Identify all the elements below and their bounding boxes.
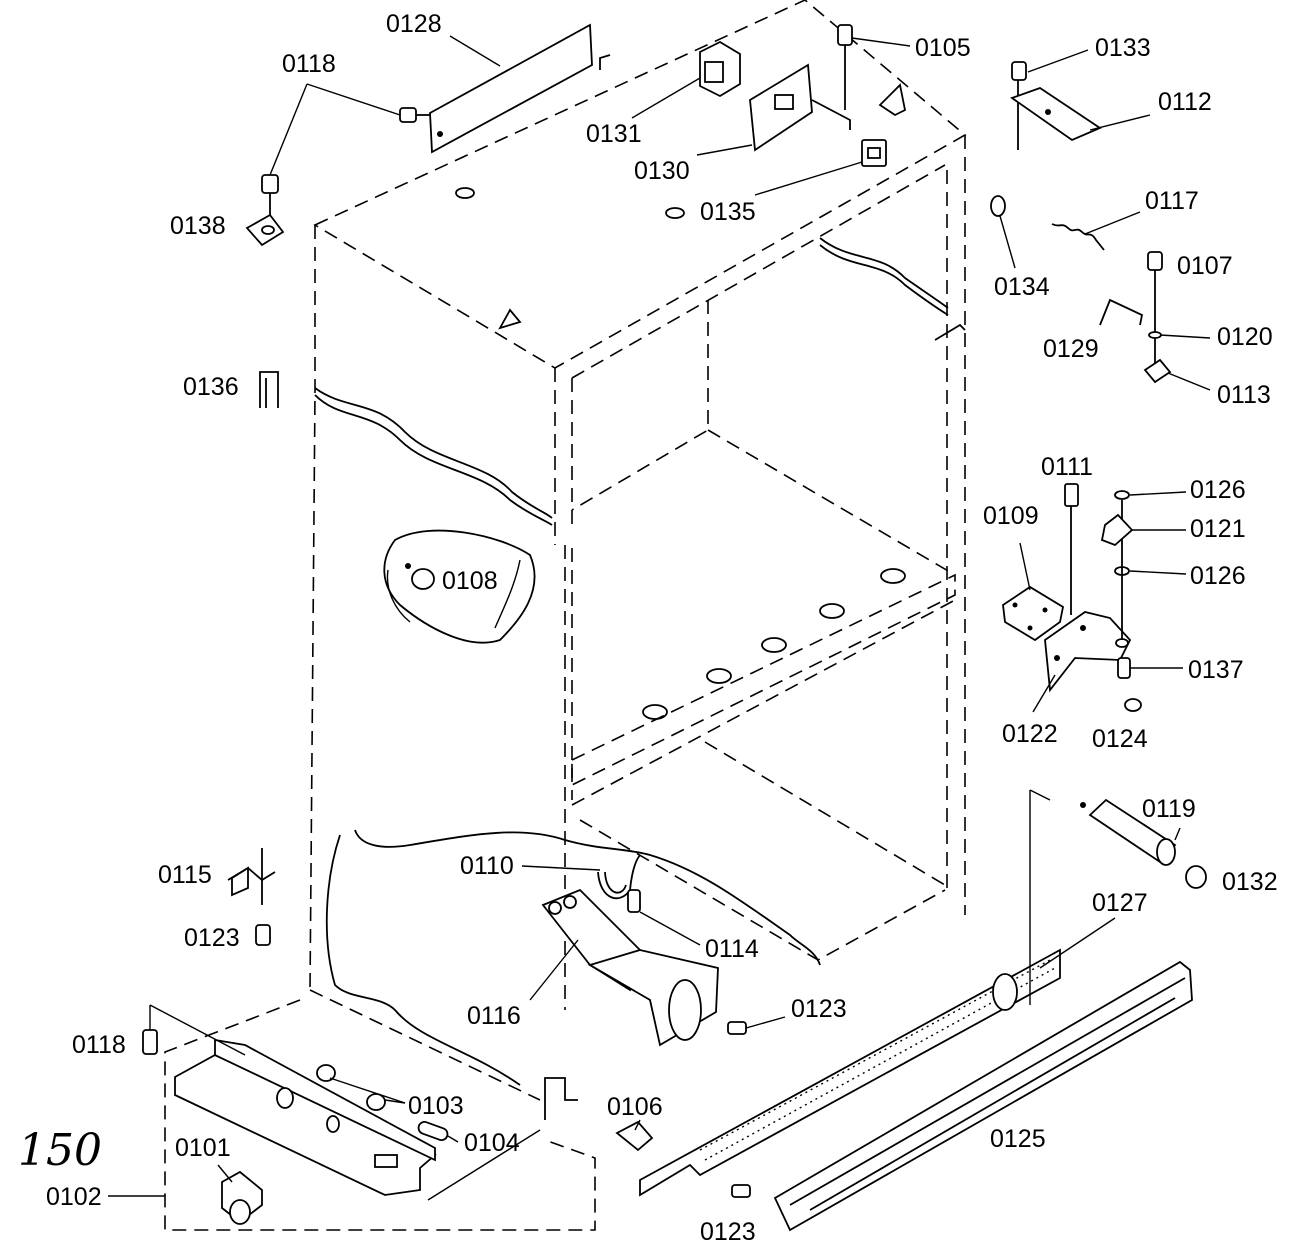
callout-0135: 0135 — [700, 198, 756, 226]
part-0135-switch-icon — [861, 139, 887, 167]
part-0123-screw-icon — [727, 1021, 747, 1035]
callout-0127: 0127 — [1092, 889, 1148, 917]
top-hinge-pin-icon — [878, 83, 907, 117]
part-0101-roller-icon — [221, 1170, 263, 1225]
callout-0123-b: 0123 — [791, 995, 847, 1023]
part-0113-clip-icon — [1143, 358, 1172, 384]
leader-lines — [108, 35, 1211, 1201]
callout-0114: 0114 — [705, 935, 759, 963]
part-0105-screw-icon — [837, 24, 853, 110]
part-0124-bolt-icon — [1124, 698, 1142, 712]
callout-0113: 0113 — [1217, 381, 1271, 409]
callout-0107: 0107 — [1177, 252, 1233, 280]
part-0106-clip-icon — [615, 1120, 654, 1152]
part-0126-washer-icon — [1114, 490, 1130, 640]
callout-0111: 0111 — [1041, 453, 1093, 481]
callout-0126-b: 0126 — [1190, 562, 1246, 590]
part-0118-screw-icon — [399, 107, 430, 123]
part-0102-rail-icon — [174, 1038, 437, 1196]
callout-0125: 0125 — [990, 1125, 1046, 1153]
callout-0134: 0134 — [994, 273, 1050, 301]
part-0122-hinge-icon — [1044, 611, 1132, 693]
callout-0103: 0103 — [408, 1092, 464, 1120]
part-0114-screw-icon — [627, 889, 641, 913]
callout-0101: 0101 — [175, 1134, 231, 1162]
margin-note-150: 150 — [18, 1125, 102, 1176]
callout-0138: 0138 — [170, 212, 226, 240]
callout-0132: 0132 — [1222, 868, 1278, 896]
part-0138-clip-icon — [245, 174, 285, 247]
part-0109-plate-icon — [1002, 585, 1065, 642]
callout-0112: 0112 — [1158, 88, 1212, 116]
callout-0118-b: 0118 — [72, 1031, 126, 1059]
callout-0104: 0104 — [464, 1129, 520, 1157]
part-0129-bracket-icon — [1099, 298, 1144, 326]
part-0111-pin-icon — [1064, 483, 1079, 615]
callout-0120: 0120 — [1217, 323, 1273, 351]
callout-0128: 0128 — [386, 10, 442, 38]
callout-0102: 0102 — [46, 1183, 102, 1211]
callout-0121: 0121 — [1190, 515, 1246, 543]
part-0127-grille-icon — [639, 948, 1061, 1197]
part-0112-hinge-icon — [1010, 87, 1102, 142]
part-0108-plug-icon — [405, 563, 435, 590]
callout-0123-a: 0123 — [184, 924, 240, 952]
callout-0106: 0106 — [607, 1093, 663, 1121]
part-0103-nut-icon — [316, 1064, 386, 1111]
callout-0116: 0116 — [467, 1002, 521, 1030]
part-0136-clip-icon — [259, 371, 279, 408]
callout-0136: 0136 — [183, 373, 239, 401]
part-0116-duct-icon — [541, 888, 719, 1047]
callout-0123-c: 0123 — [700, 1218, 756, 1246]
part-0120-washer-icon — [1148, 331, 1162, 339]
part-0133-screw-icon — [1011, 61, 1027, 150]
part-0117-spring-icon — [1051, 223, 1105, 251]
callout-0115: 0115 — [158, 861, 212, 889]
callout-0122: 0122 — [1002, 720, 1058, 748]
part-0121-bracket-icon — [1100, 513, 1134, 547]
part-0115-bracket-icon — [227, 848, 276, 905]
lower-assembly-boundary — [164, 999, 596, 1231]
callout-0133: 0133 — [1095, 34, 1151, 62]
part-0125-kickplate-icon — [773, 960, 1193, 1232]
callout-0109: 0109 — [983, 502, 1039, 530]
part-0132-knob-icon — [1185, 865, 1207, 889]
part-0137-screw-icon — [1117, 657, 1131, 679]
callout-0130: 0130 — [634, 157, 690, 185]
callout-0129: 0129 — [1043, 335, 1099, 363]
part-0107-screw-icon — [1147, 251, 1163, 370]
callout-0119: 0119 — [1142, 795, 1196, 823]
part-0131-relay-icon — [699, 40, 741, 98]
part-0130-bracket-icon — [749, 63, 851, 152]
callout-0124: 0124 — [1092, 725, 1148, 753]
callout-0137: 0137 — [1188, 656, 1244, 684]
part-0118-screw-icon — [142, 1029, 158, 1055]
callout-0110: 0110 — [460, 852, 514, 880]
callout-0117: 0117 — [1145, 187, 1199, 215]
callout-0118: 0118 — [282, 50, 336, 78]
callout-0126-a: 0126 — [1190, 476, 1246, 504]
callout-0131: 0131 — [586, 120, 642, 148]
part-0104-link-icon — [417, 1121, 449, 1141]
part-0134-bolt-icon — [990, 195, 1006, 217]
part-0128-panel — [429, 23, 593, 154]
part-0119-tube-icon — [1080, 798, 1177, 866]
insulation-cutaway — [314, 237, 949, 1086]
part-0123-screw-icon — [255, 924, 271, 946]
callout-0108: 0108 — [442, 567, 498, 595]
part-0123-screw-icon — [731, 1184, 751, 1198]
callout-0105: 0105 — [915, 34, 971, 62]
